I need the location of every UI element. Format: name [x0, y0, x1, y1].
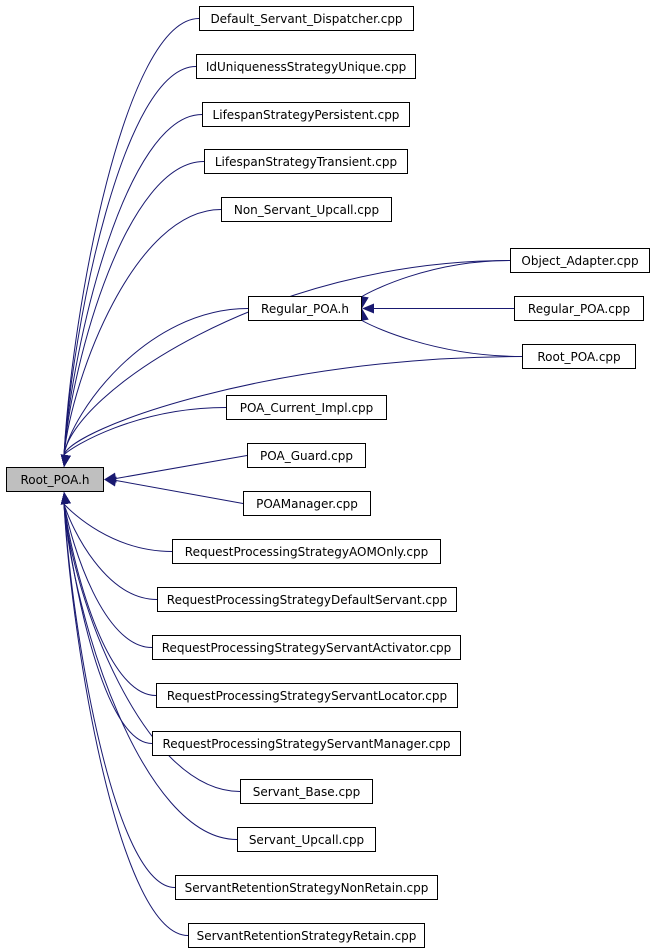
node-lifespan-transient[interactable]: LifespanStrategyTransient.cpp [204, 149, 408, 174]
node-root-poa-cpp[interactable]: Root_POA.cpp [522, 344, 636, 369]
edge-poamanager-to-root-poa-h [115, 480, 244, 504]
edge-lifespan-persistent-to-root-poa-h [63, 114, 203, 456]
node-lifespan-persistent[interactable]: LifespanStrategyPersistent.cpp [202, 102, 410, 127]
edge-rps-default-servant-to-root-poa-h [63, 503, 158, 600]
edge-object-adapter-to-root-poa-h [63, 260, 511, 456]
edge-rps-servant-locator-to-root-poa-h [63, 503, 157, 696]
edge-poa-current-impl-to-root-poa-h [63, 407, 227, 456]
node-servant-base[interactable]: Servant_Base.cpp [240, 779, 373, 804]
node-object-adapter[interactable]: Object_Adapter.cpp [510, 248, 650, 273]
node-rps-servant-locator[interactable]: RequestProcessingStrategyServantLocator.… [156, 683, 458, 708]
node-servant-upcall[interactable]: Servant_Upcall.cpp [237, 827, 376, 852]
edge-id-uniqueness-unique-to-root-poa-h [63, 66, 197, 456]
node-root-poa-h[interactable]: Root_POA.h [6, 467, 104, 492]
edge-srs-retain-to-root-poa-h [63, 503, 189, 936]
edge-srs-non-retain-to-root-poa-h [63, 503, 176, 888]
node-poa-guard[interactable]: POA_Guard.cpp [247, 443, 366, 468]
arrowhead [362, 303, 374, 314]
node-poa-current-impl[interactable]: POA_Current_Impl.cpp [226, 395, 387, 420]
edge-default-servant-dispatcher-to-root-poa-h [63, 18, 200, 456]
node-regular-poa-h[interactable]: Regular_POA.h [248, 296, 362, 321]
arrowhead [60, 492, 71, 505]
node-poamanager[interactable]: POAManager.cpp [243, 491, 371, 516]
edge-servant-base-to-root-poa-h [63, 503, 241, 792]
arrowhead [60, 454, 71, 467]
node-default-servant-dispatcher[interactable]: Default_Servant_Dispatcher.cpp [199, 6, 414, 31]
node-rps-aom-only[interactable]: RequestProcessingStrategyAOMOnly.cpp [172, 539, 441, 564]
edge-servant-upcall-to-root-poa-h [63, 503, 238, 840]
node-srs-retain[interactable]: ServantRetentionStrategyRetain.cpp [188, 923, 425, 948]
node-rps-servant-activator[interactable]: RequestProcessingStrategyServantActivato… [152, 635, 461, 660]
edge-non-servant-upcall-to-root-poa-h [63, 209, 222, 456]
node-srs-non-retain[interactable]: ServantRetentionStrategyNonRetain.cpp [175, 875, 438, 900]
edge-poa-guard-to-root-poa-h [115, 455, 248, 479]
edge-root-poa-cpp-to-root-poa-h [63, 356, 523, 456]
edge-lifespan-transient-to-root-poa-h [63, 161, 205, 456]
edge-rps-servant-activator-to-root-poa-h [63, 503, 153, 648]
edge-regular-poa-h-to-root-poa-h [63, 308, 249, 456]
edge-root-poa-cpp-to-regular-poa-h [361, 320, 523, 357]
node-non-servant-upcall[interactable]: Non_Servant_Upcall.cpp [221, 197, 392, 222]
node-rps-servant-manager[interactable]: RequestProcessingStrategyServantManager.… [152, 731, 461, 756]
node-regular-poa-cpp[interactable]: Regular_POA.cpp [514, 296, 644, 321]
edge-object-adapter-to-regular-poa-h [361, 260, 511, 297]
arrowhead [104, 476, 117, 487]
edge-rps-aom-only-to-root-poa-h [63, 503, 173, 552]
node-id-uniqueness-unique[interactable]: IdUniquenessStrategyUnique.cpp [196, 54, 416, 79]
node-rps-default-servant[interactable]: RequestProcessingStrategyDefaultServant.… [157, 587, 457, 612]
